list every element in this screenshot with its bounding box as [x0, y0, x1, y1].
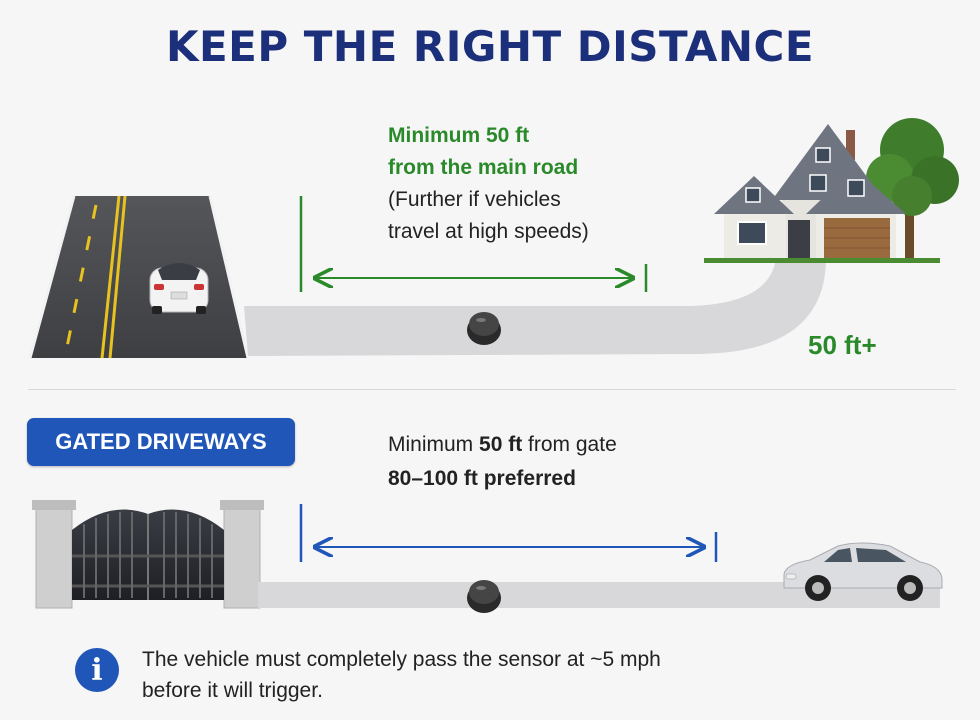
main-road: [28, 195, 250, 359]
sensor-icon: [467, 312, 501, 345]
caption-from-main-road: from the main road: [388, 156, 579, 179]
caption-high-speed-note-1: (Further if vehicles: [388, 188, 561, 211]
caption-minimum-distance: Minimum 50 ft: [388, 124, 530, 147]
caption-preferred-distance: 80–100 ft preferred: [388, 467, 576, 490]
gated-driveways-badge: GATED DRIVEWAYS: [27, 418, 295, 466]
car-icon: [783, 542, 943, 601]
caption-gate-minimum: Minimum 50 ft from gate: [388, 428, 617, 462]
distance-label: 50 ft+: [808, 330, 877, 360]
caption-prefix: Minimum: [388, 433, 480, 456]
car-icon: [149, 263, 209, 314]
road-distance-caption: Minimum 50 ft from the main road (Furthe…: [388, 120, 589, 248]
page-title: KEEP THE RIGHT DISTANCE: [165, 22, 815, 71]
sensor-icon: [467, 580, 501, 613]
info-note-line-2: before it will trigger.: [142, 679, 323, 702]
gate-distance-caption: Minimum 50 ft from gate 80–100 ft prefer…: [388, 428, 617, 496]
info-icon: i: [75, 648, 119, 692]
info-note: The vehicle must completely pass the sen…: [142, 644, 661, 706]
caption-bold-distance: 50 ft: [479, 433, 523, 456]
info-note-line-1: The vehicle must completely pass the sen…: [142, 648, 661, 671]
section-divider: [28, 389, 956, 390]
tree-icon: [866, 118, 959, 260]
caption-high-speed-note-2: travel at high speeds): [388, 220, 589, 243]
caption-suffix: from gate: [522, 433, 617, 456]
house-icon: [704, 124, 940, 263]
gate-icon: [32, 500, 264, 609]
driveway-top: [244, 258, 826, 356]
